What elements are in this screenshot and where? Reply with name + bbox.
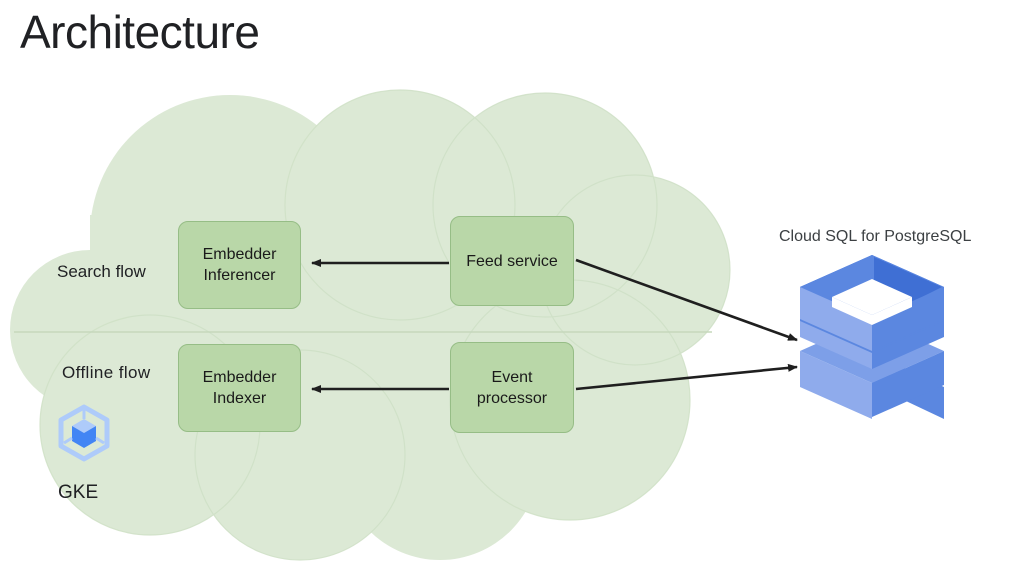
node-event-processor[interactable]: Event processor [450,342,574,433]
cloud-sql-caption: Cloud SQL for PostgreSQL [779,228,972,245]
arrow-feed-service-to-cloud-sql [575,258,798,342]
flow-label-offline: Offline flow [62,363,151,382]
cloud-sql-stack-icon [800,255,944,419]
node-feed-service[interactable]: Feed service [450,216,574,306]
node-label: Feed service [466,252,558,270]
node-label: Embedder Inferencer [202,246,277,284]
gke-label: GKE [58,482,99,503]
connection-arrows [311,258,798,393]
node-label: Event processor [476,368,548,407]
arrow-event-processor-to-cloud-sql [575,363,798,391]
node-label: Embedder Indexer [202,369,277,407]
gke-hexagon-cube-icon [58,404,110,462]
flow-label-search: Search flow [57,262,146,281]
gke-cloud-shape [10,89,731,561]
node-embedder-inferencer[interactable]: Embedder Inferencer [178,221,301,309]
node-embedder-indexer[interactable]: Embedder Indexer [178,344,301,432]
page-title: Architecture [20,6,260,58]
